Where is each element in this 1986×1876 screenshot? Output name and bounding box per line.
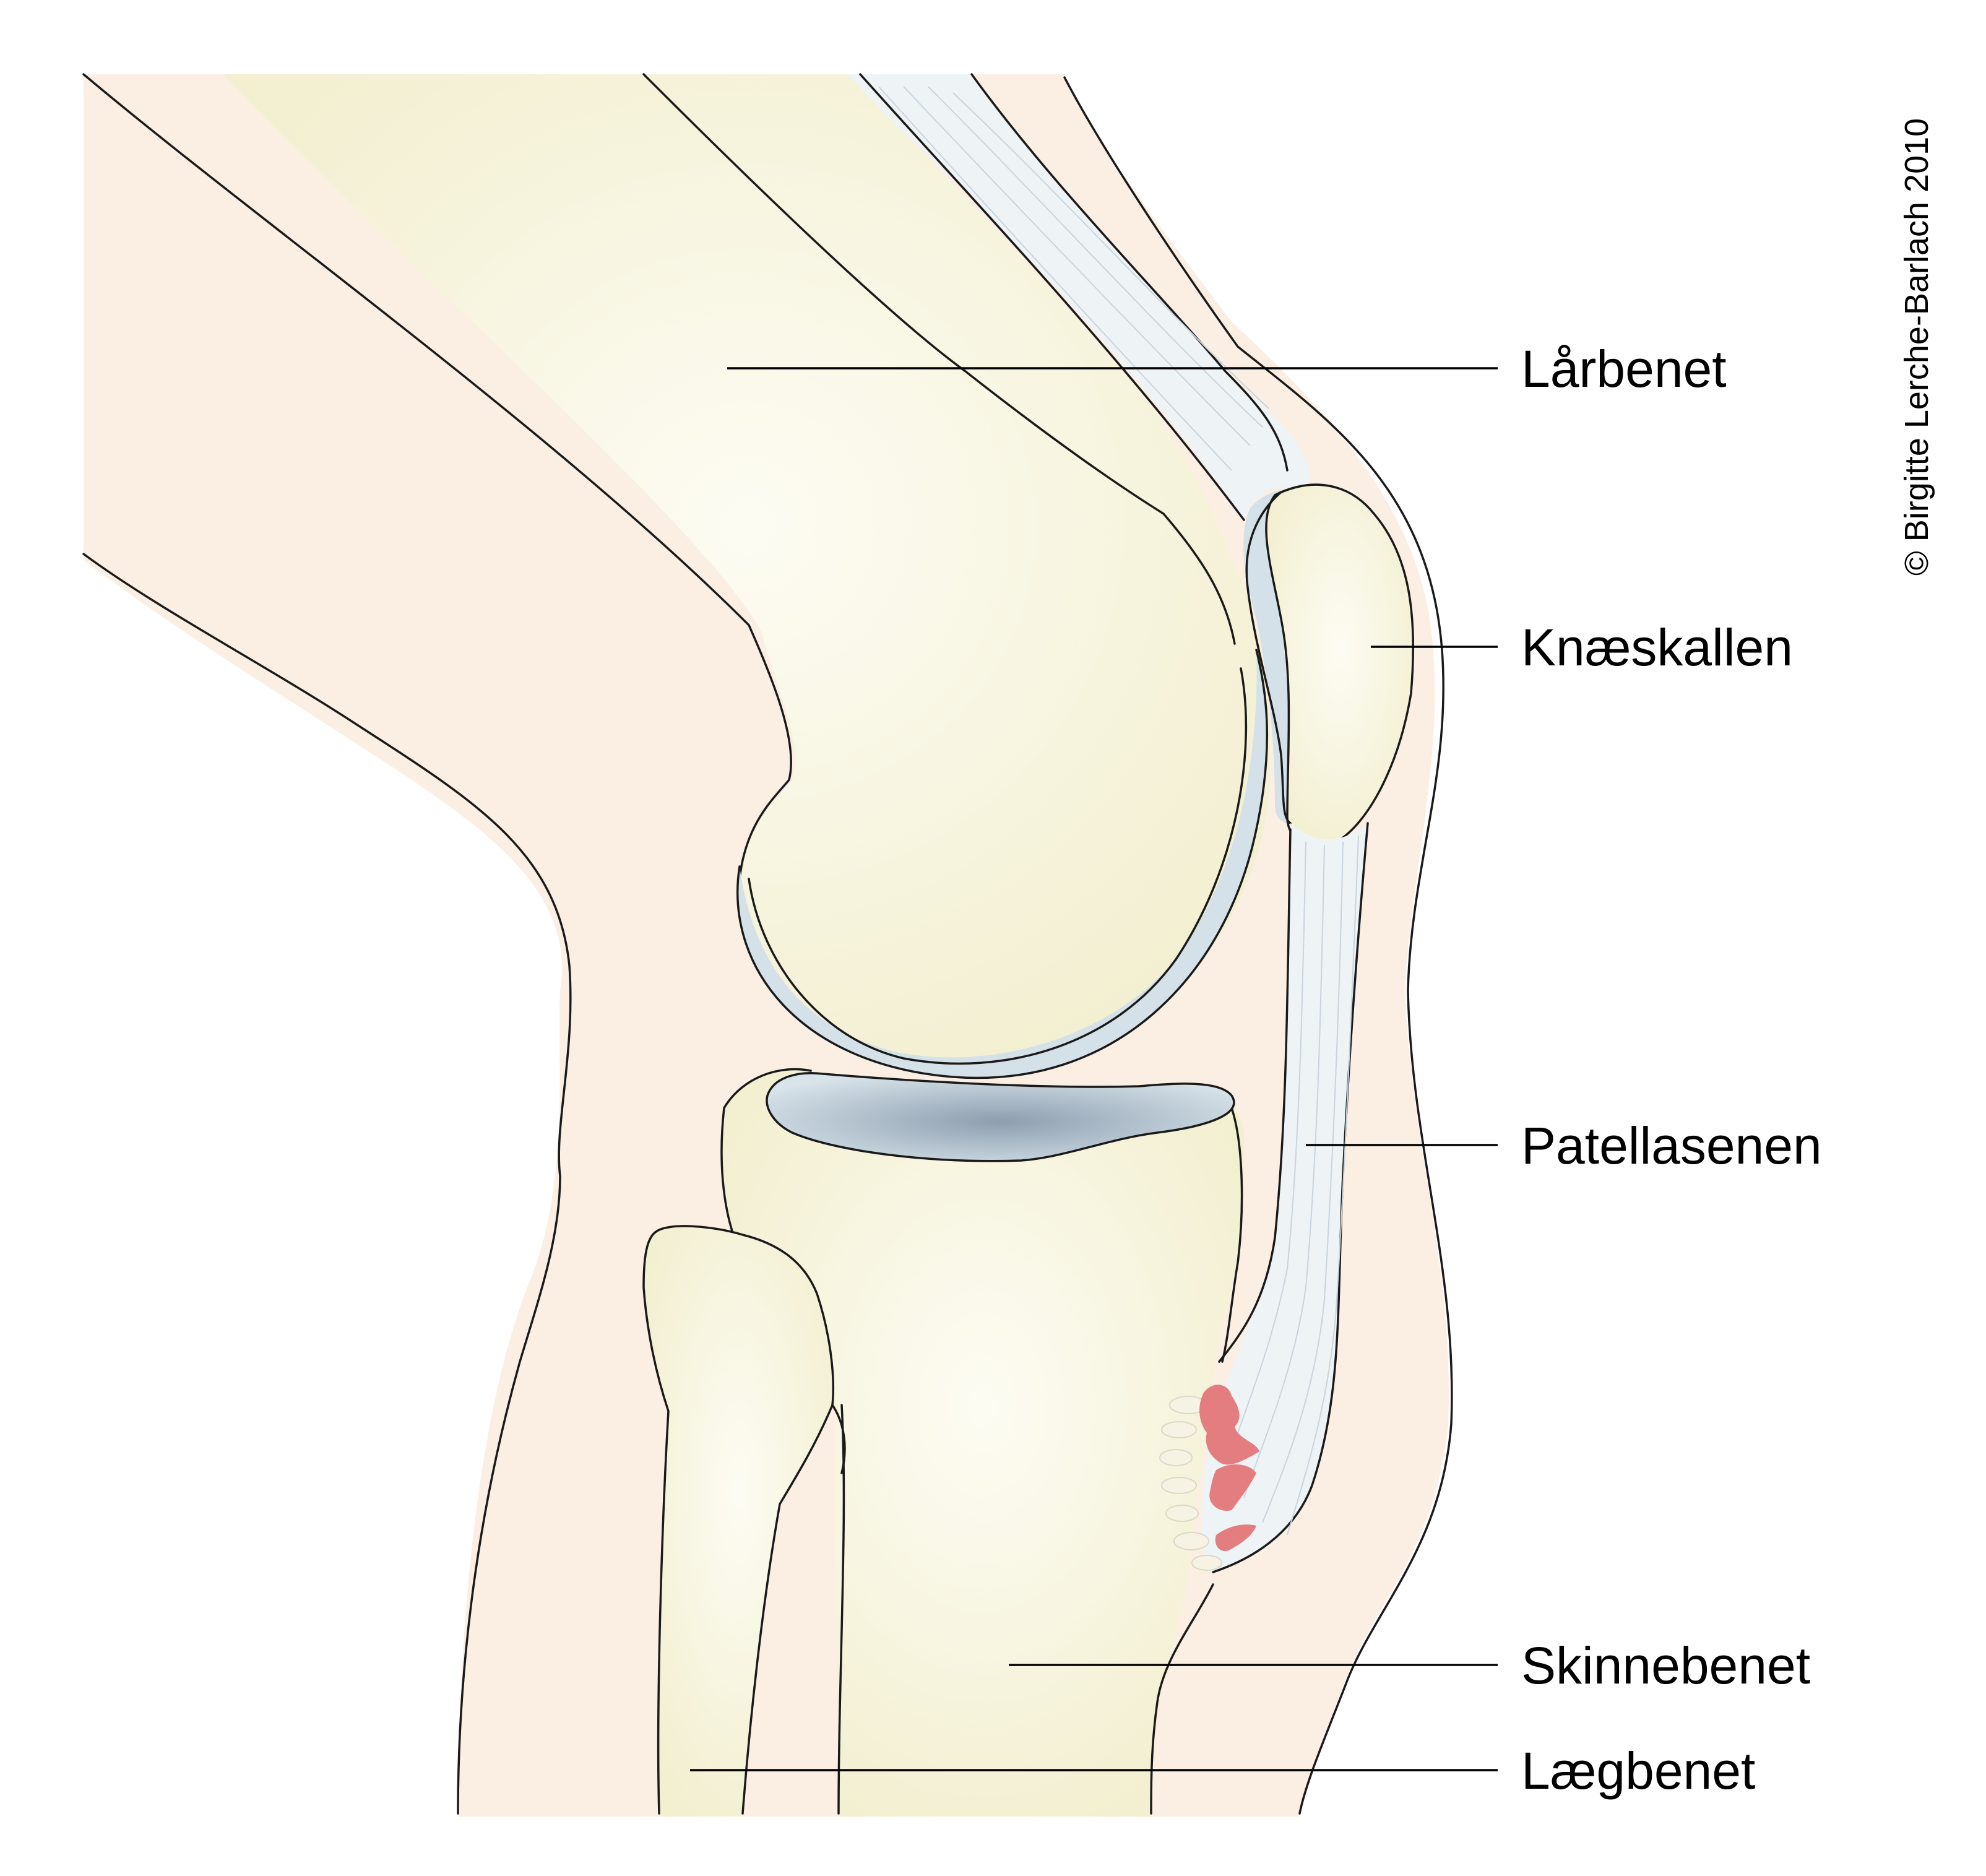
tibia-outline-top <box>720 1068 812 1236</box>
patella-bone <box>1266 485 1414 847</box>
label-tibia: Skinnebenet <box>1521 1636 1810 1695</box>
leg-back-outline <box>82 553 572 1815</box>
tibia-outline-shaft-front <box>1150 1583 1214 1815</box>
tibia-outline-front <box>1221 1107 1243 1363</box>
quadriceps-tendon-edge-front <box>970 73 1289 472</box>
fibula-bone <box>644 1225 834 1817</box>
patellar-tendon-fibers <box>1225 835 1359 1536</box>
tibia-bone <box>721 1069 1244 1817</box>
label-patellar-tendon: Patellasenen <box>1521 1117 1822 1175</box>
label-fibula: Lægbenet <box>1521 1742 1755 1800</box>
inflammation-spots <box>1199 1385 1259 1551</box>
femur-cartilage-outline <box>736 649 1269 1079</box>
patella-cartilage <box>1243 488 1318 823</box>
tibial-tuberosity-fragments <box>1159 1396 1222 1571</box>
label-patella: Knæskallen <box>1521 618 1793 676</box>
fibula-outline <box>642 1225 834 1815</box>
tibial-meniscus-outline <box>766 1072 1235 1162</box>
quadriceps-tendon-fibers <box>878 86 1269 471</box>
fibula-tibia-contact <box>831 1404 846 1474</box>
tibial-meniscus <box>767 1073 1234 1161</box>
patellar-tendon-edge-back <box>1218 828 1292 1363</box>
patellar-tendon-edge-front <box>1212 822 1369 1573</box>
tibia-outline-shaft-back <box>837 1404 845 1815</box>
patella-cartilage-outline <box>1245 491 1292 824</box>
label-femur: Lårbenet <box>1521 340 1727 398</box>
copyright-credit: © Birgitte Lerche-Barlach 2010 <box>1898 118 1935 576</box>
femur-outline-back <box>82 73 792 880</box>
quadriceps-tendon <box>835 74 1310 520</box>
femur-bone <box>223 74 1271 1077</box>
femur-condyle-outline <box>748 667 1248 1065</box>
femur-outline-front <box>642 73 1236 645</box>
quadriceps-tendon-edge-back <box>859 73 1245 521</box>
leg-front-outline <box>1063 76 1453 1815</box>
